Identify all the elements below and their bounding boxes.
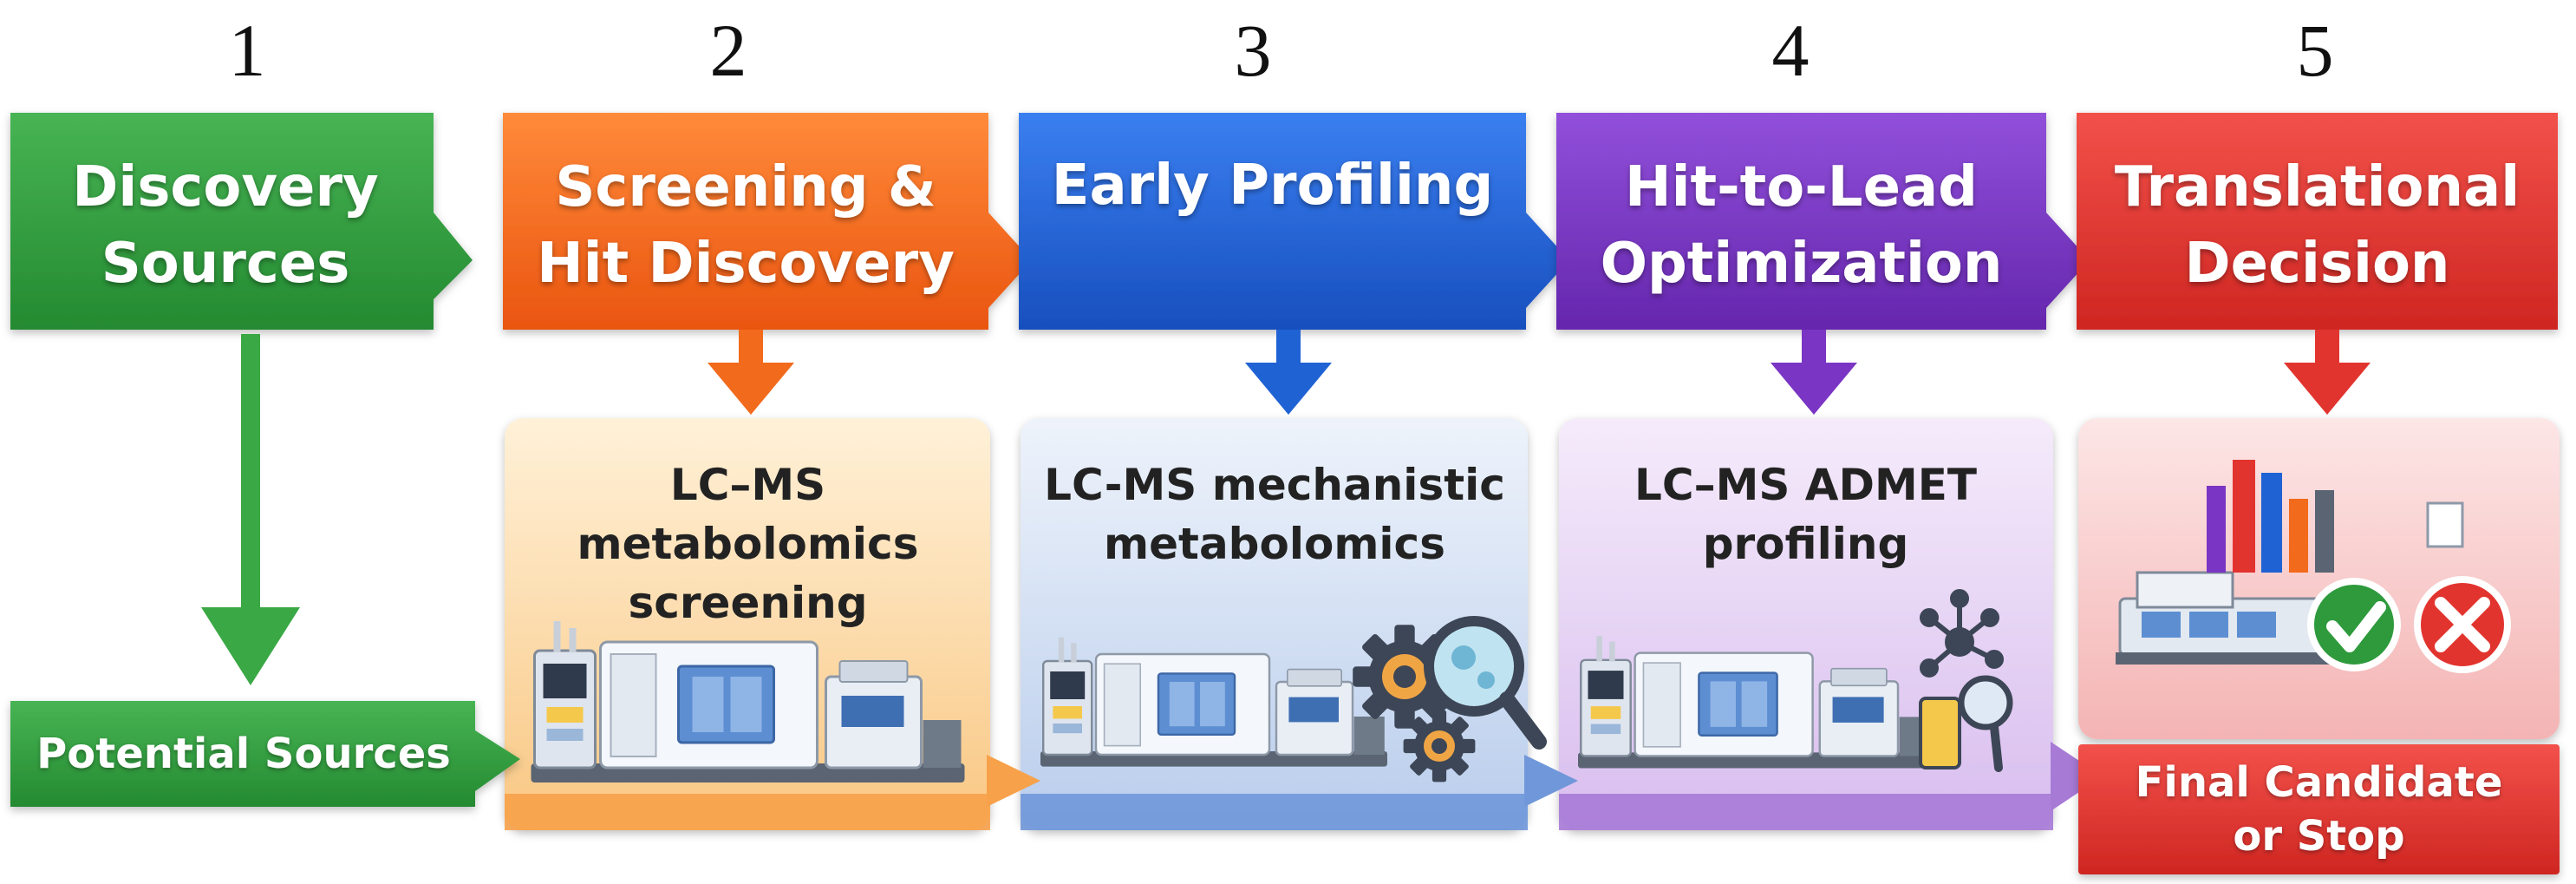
magnifier-icon-small [1958, 675, 2013, 772]
potential-sources-box [10, 701, 520, 807]
arrow-screening-to-card [708, 330, 794, 415]
step-number-2: 2 [709, 9, 747, 92]
arrow-translational-to-card [2284, 330, 2371, 415]
check-icon [2307, 578, 2401, 671]
step-number-5: 5 [2296, 9, 2334, 92]
arrow-early-profiling-to-card [1245, 330, 1332, 415]
card-title-lcms-metabolomics-screening: LC–MS metabolomics screening [577, 460, 919, 628]
bar-chart-icon [2207, 460, 2464, 573]
banner-title-translational-decision: Translational Decision [2114, 155, 2521, 296]
arrow-card4-to-final [2051, 742, 2103, 811]
step-number-1: 1 [228, 9, 266, 92]
final-candidate-box [2078, 744, 2560, 874]
final-candidate-label: Final Candidate or Stop [2135, 758, 2503, 861]
potential-sources-label: Potential Sources [36, 730, 451, 778]
step-number-4: 4 [1771, 9, 1810, 92]
banner-translational-decision [2077, 113, 2558, 330]
banner-discovery-sources [10, 113, 473, 330]
arrow-card2-to-card3 [987, 755, 1040, 807]
card-title-lcms-admet-profiling: LC–MS ADMET profiling [1634, 460, 1977, 569]
magnifier-icon [1424, 616, 1547, 750]
banner-screening-hit-discovery [503, 113, 1032, 330]
factory-icon [2116, 571, 2376, 665]
banner-early-profiling [1019, 113, 1569, 330]
banner-title-screening-hit-discovery: Screening & Hit Discovery [537, 155, 955, 296]
arrow-discovery-to-potential-sources [201, 334, 300, 685]
card-title-lcms-mechanistic-metabolomics: LC-MS mechanistic metabolomics [1044, 460, 1505, 569]
step-number-3: 3 [1234, 9, 1272, 92]
arrow-hit-to-lead-to-card [1771, 330, 1857, 415]
banner-hit-to-lead-optimization [1556, 113, 2090, 330]
gear-icon-small [1403, 710, 1476, 783]
molecule-icon [1920, 589, 2004, 678]
banner-title-discovery-sources: Discovery Sources [72, 155, 379, 296]
banner-title-hit-to-lead-optimization: Hit-to-Lead Optimization [1600, 155, 2003, 296]
arrow-card3-to-card4 [1524, 755, 1578, 807]
cross-icon [2414, 576, 2511, 673]
banner-title-early-profiling: Early Profiling [1051, 154, 1494, 218]
